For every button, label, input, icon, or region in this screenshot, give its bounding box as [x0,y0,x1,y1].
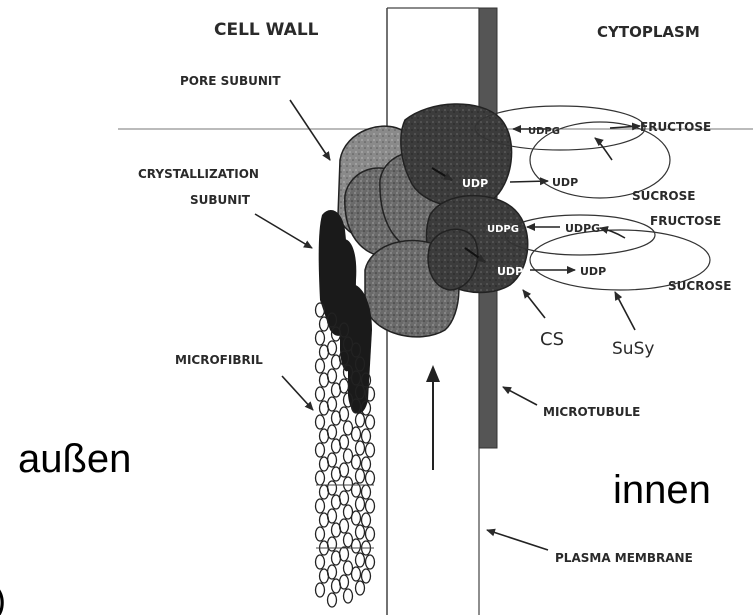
fibril-link [356,525,365,539]
fibril-link [362,457,371,471]
fibril-link [356,497,365,511]
cytoplasm-heading: CYTOPLASM [597,23,700,41]
crystallization-label-2: SUBUNIT [190,193,251,207]
sucrose-top: SUCROSE [632,189,695,203]
fibril-link [328,537,337,551]
fibril-link [328,453,337,467]
fibril-link [356,553,365,567]
microfibril-label: MICROFIBRIL [175,353,263,367]
fibril-link [352,427,361,441]
fibril-link [352,511,361,525]
fibril-link [362,429,371,443]
udpg-top: UDPG [528,126,560,137]
fibril-link [366,471,375,485]
fibril-link [340,575,349,589]
fructose-top: FRUCTOSE [640,120,711,134]
fibril-link [362,569,371,583]
plasma-membrane-arrow [487,530,548,550]
outside-label: außen [18,437,131,481]
subunit-top-right [401,104,512,207]
fibril-link [344,589,353,603]
udp-bottom-outer: UDP [580,265,606,278]
udpg-bottom-outer: UDPG [565,222,600,235]
cell-wall-heading: CELL WALL [214,20,319,40]
pore-subunit-label: PORE SUBUNIT [180,74,281,88]
plasma-membrane-label: PLASMA MEMBRANE [555,551,693,565]
fibril-link [356,413,365,427]
fibril-link [356,581,365,595]
fibril-link [316,303,325,317]
edge-glyph: ) [0,579,6,615]
fibril-link [316,359,325,373]
fibril-link [366,415,375,429]
fibril-link [340,463,349,477]
udp-bottom-inner: UDP [497,265,523,278]
fibril-link [316,331,325,345]
fibril-link [356,469,365,483]
fibril-link [328,425,337,439]
fibril-link [328,593,337,607]
fibril-link [362,513,371,527]
crystallization-label: CRYSTALLIZATION [138,167,259,181]
fibril-link [340,435,349,449]
udp-top-outer: UDP [552,176,578,189]
microtubule-label: MICROTUBULE [543,405,640,419]
susy-label: SuSy [612,339,654,359]
fibril-link [328,509,337,523]
fibril-link [316,443,325,457]
fructose-bottom: FRUCTOSE [650,214,721,228]
microfibril-arrow [282,376,313,410]
fibril-link [316,555,325,569]
cs-label: CS [540,329,564,350]
fibril-link [340,379,349,393]
fibril-link [328,481,337,495]
fibril-link [316,415,325,429]
fibril-link [340,519,349,533]
fibril-link [328,565,337,579]
fibril-link [352,567,361,581]
susy-arrow [615,292,635,330]
fibril-link [366,555,375,569]
fibril-link [340,491,349,505]
fibril-link [316,527,325,541]
cs-arrow [523,290,545,318]
fibril-link [366,499,375,513]
fibril-link [362,485,371,499]
fibril-link [328,369,337,383]
crystallization-arrow [255,214,312,248]
fibril-link [352,539,361,553]
fibril-link [316,499,325,513]
fibril-link [366,527,375,541]
sucrose-bottom: SUCROSE [668,279,731,293]
fibril-link [352,455,361,469]
fibril-link [356,441,365,455]
fibril-link [316,471,325,485]
microtubule-arrow [503,387,537,405]
reaction-arrows [510,126,640,270]
inside-label: innen [613,468,711,512]
direction-arrow [426,365,440,470]
udp-top-inner: UDP [462,177,488,190]
fibril-link [328,397,337,411]
fibril-link [340,547,349,561]
fibril-link [316,387,325,401]
fibril-link [328,341,337,355]
fibril-link [366,443,375,457]
fibril-link [316,583,325,597]
udpg-bottom-inner: UDPG [487,224,519,235]
pore-subunit-arrow [290,100,330,160]
fibril-link [340,407,349,421]
